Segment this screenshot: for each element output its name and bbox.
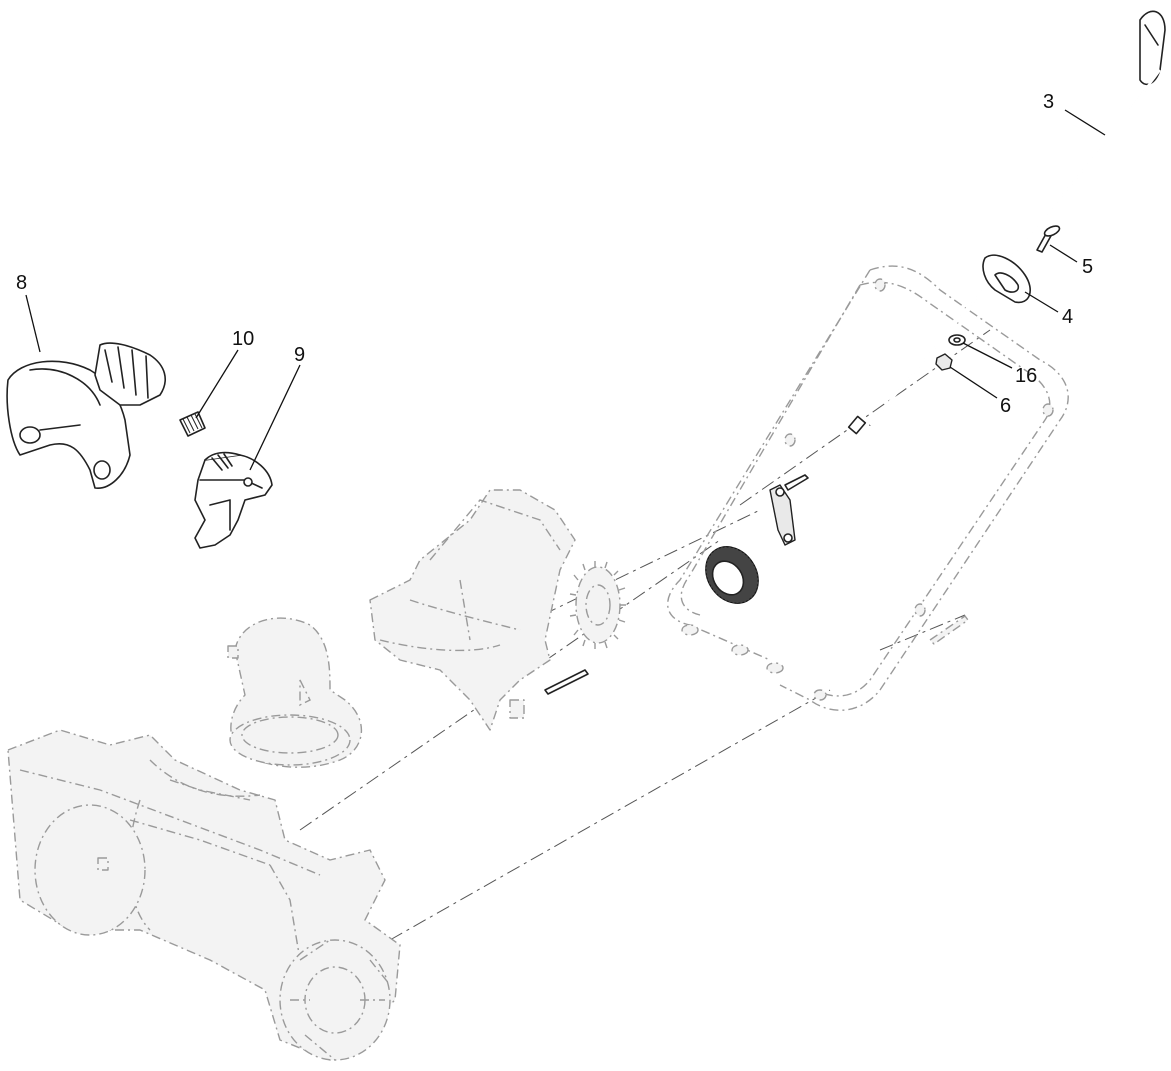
latch-housing	[194, 451, 273, 549]
control-rod	[847, 10, 1166, 435]
callout-9: 9	[294, 344, 305, 366]
callout-16: 16	[1015, 365, 1037, 387]
chute-screw	[544, 669, 589, 695]
callout-10: 10	[232, 328, 254, 350]
chute-deflector	[6, 342, 166, 489]
nut	[935, 353, 953, 371]
leader-8	[25, 294, 41, 353]
callout-5: 5	[1082, 256, 1093, 278]
leader-6	[949, 366, 998, 399]
leader-5	[1049, 244, 1078, 263]
callout-labels: 3 5 4 16 6 8 10 9	[16, 91, 1093, 417]
sprocket-gear-ghost	[569, 561, 626, 649]
rod-clip	[982, 254, 1031, 304]
chute-base-ghost	[227, 617, 362, 768]
leader-3	[1064, 109, 1106, 136]
handle-frame-ghost	[667, 265, 1069, 711]
spring	[179, 411, 206, 437]
pin	[1036, 225, 1061, 253]
drive-gear	[705, 546, 759, 604]
leader-10	[195, 349, 239, 419]
leader-16	[962, 342, 1013, 369]
frame-bolt	[929, 615, 969, 645]
washer	[948, 334, 966, 346]
leader-4	[1024, 291, 1059, 313]
leader-9	[249, 364, 301, 471]
lever-bracket	[769, 474, 809, 546]
callout-8: 8	[16, 272, 27, 294]
chute-ghost	[369, 489, 576, 731]
callout-4: 4	[1062, 306, 1073, 328]
housing-ghost	[7, 729, 401, 1061]
leader-lines	[25, 109, 1106, 471]
callout-3: 3	[1043, 91, 1054, 113]
callout-6: 6	[1000, 395, 1011, 417]
